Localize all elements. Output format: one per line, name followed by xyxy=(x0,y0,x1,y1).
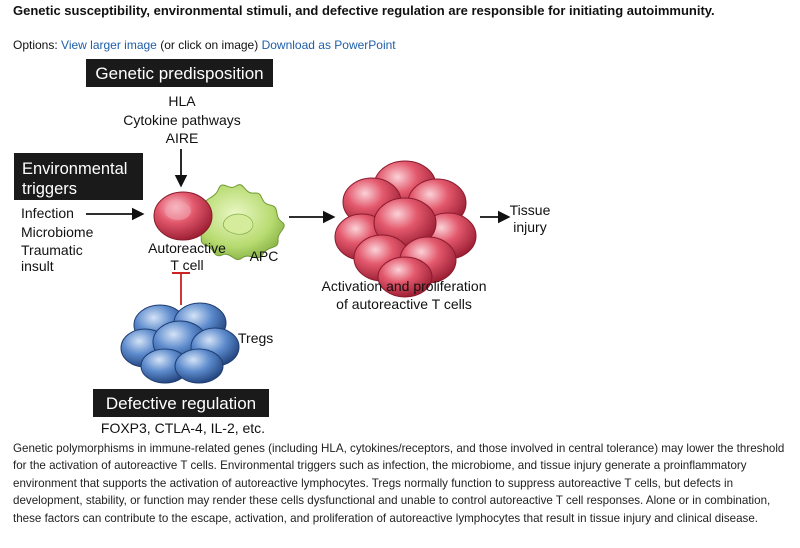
options-middle-text: (or click on image) xyxy=(156,38,262,52)
defective-regulation-box xyxy=(93,389,269,417)
figure-image[interactable]: Genetic predisposition HLA Cytokine path… xyxy=(0,55,800,440)
tissue-label-line2: injury xyxy=(513,219,546,235)
env-item-microbiome: Microbiome xyxy=(21,224,94,240)
genetic-predisposition-box xyxy=(86,59,273,87)
figure-title: Genetic susceptibility, environmental st… xyxy=(13,3,715,18)
genetic-item-cytokine: Cytokine pathways xyxy=(123,112,241,128)
apc-nucleus xyxy=(222,213,254,235)
environmental-triggers-box xyxy=(14,153,143,200)
apc-label: APC xyxy=(250,248,279,264)
t-cell-highlight xyxy=(165,202,191,220)
defective-regulation-title: Defective regulation xyxy=(106,394,256,413)
options-bar: Options: View larger image (or click on … xyxy=(13,38,396,52)
activated-t-cell-cluster xyxy=(334,160,477,298)
env-item-traumatic: Traumatic xyxy=(21,242,83,258)
tregs-cluster xyxy=(120,302,240,384)
figure-caption: Genetic polymorphisms in immune-related … xyxy=(13,442,785,525)
environmental-title-line2: triggers xyxy=(22,180,77,198)
t-cell-label-line1: Autoreactive xyxy=(148,240,226,256)
tregs-label: Tregs xyxy=(238,330,273,346)
activation-label-line2: of autoreactive T cells xyxy=(336,296,472,312)
diagram-canvas: Genetic predisposition HLA Cytokine path… xyxy=(14,59,551,436)
options-prefix: Options: xyxy=(13,38,62,52)
tissue-label-line1: Tissue xyxy=(510,202,551,218)
env-item-infection: Infection xyxy=(21,205,74,221)
view-larger-image-link[interactable]: View larger image xyxy=(61,38,157,52)
genetic-item-hla: HLA xyxy=(168,93,196,109)
t-cell-label-line2: T cell xyxy=(170,257,203,273)
defective-regulation-items: FOXP3, CTLA-4, IL-2, etc. xyxy=(101,420,265,436)
genetic-predisposition-title: Genetic predisposition xyxy=(95,64,263,83)
environmental-title-line1: Environmental xyxy=(22,160,127,178)
env-item-insult: insult xyxy=(21,258,54,274)
activation-label-line1: Activation and proliferation xyxy=(322,278,487,294)
genetic-item-aire: AIRE xyxy=(166,130,199,146)
download-powerpoint-link[interactable]: Download as PowerPoint xyxy=(261,38,396,52)
